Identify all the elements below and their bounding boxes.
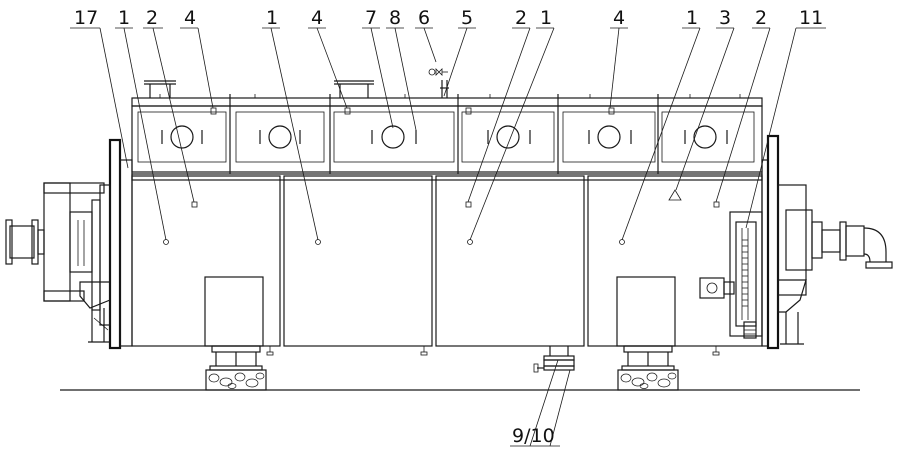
port-marker	[465, 201, 472, 208]
label-1: 1	[540, 7, 552, 29]
top-hood	[131, 94, 763, 174]
label-8: 8	[389, 7, 401, 29]
label-9-10: 9/10	[512, 425, 555, 447]
sight-glass	[381, 125, 405, 149]
label-4: 4	[613, 7, 625, 29]
sight-glass	[496, 125, 520, 149]
main-body	[131, 173, 763, 356]
compartment-marker	[315, 239, 321, 245]
label-3: 3	[719, 7, 731, 29]
sight-glasses	[161, 125, 728, 149]
top-nozzles	[159, 94, 741, 115]
label-7: 7	[365, 7, 377, 29]
label-1: 1	[266, 7, 278, 29]
sight-glass	[170, 125, 194, 149]
sight-glass	[693, 125, 717, 149]
label-17: 17	[74, 7, 98, 29]
bottom-discharge	[533, 346, 575, 373]
right-end-assembly	[699, 134, 893, 350]
sight-glass	[268, 125, 292, 149]
port-marker	[713, 201, 720, 208]
compartment-marker	[619, 239, 625, 245]
label-4: 4	[184, 7, 196, 29]
vent-pipe	[440, 80, 449, 98]
label-6: 6	[418, 7, 430, 29]
feed-ports	[144, 80, 374, 98]
valve-icon	[428, 68, 448, 76]
compartment-marker	[467, 239, 473, 245]
sight-glass	[597, 125, 621, 149]
port-marker	[191, 201, 198, 208]
label-5: 5	[461, 7, 473, 29]
leader-lines	[70, 27, 826, 447]
label-2: 2	[515, 7, 527, 29]
level-triangle-icon	[668, 189, 682, 201]
label-2: 2	[755, 7, 767, 29]
label-4: 4	[311, 7, 323, 29]
label-2: 2	[146, 7, 158, 29]
right-support	[617, 345, 679, 391]
label-11: 11	[799, 7, 823, 29]
label-1: 1	[686, 7, 698, 29]
compartment-marker	[163, 239, 169, 245]
label-1: 1	[118, 7, 130, 29]
part-labels: 17 1 2 4 1 4 7 8 6 5 2 1 4 1 3 2 11 9/10	[74, 7, 823, 447]
left-end-assembly	[5, 138, 133, 350]
left-support	[205, 345, 267, 391]
